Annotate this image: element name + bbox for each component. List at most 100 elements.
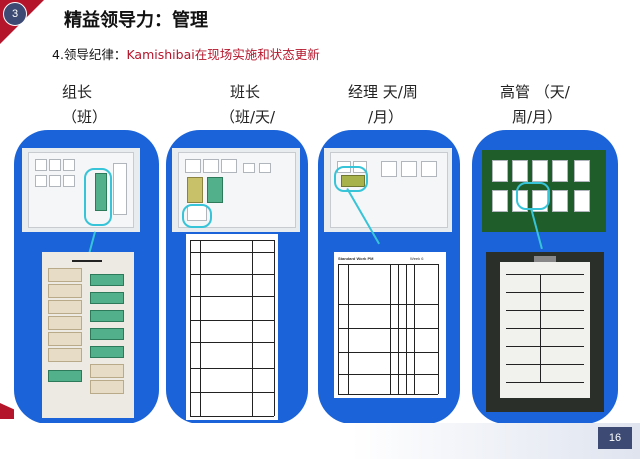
green-card-rack: [95, 173, 107, 211]
table-line: [190, 240, 274, 241]
table-line: [438, 264, 439, 394]
table-line: [338, 304, 438, 305]
green-card: [90, 292, 124, 304]
subtitle-highlight: Kamishibai在现场实施和状态更新: [126, 47, 320, 62]
table-line: [414, 264, 415, 394]
board-cell: [243, 163, 255, 173]
kamishibai-board: [178, 152, 296, 228]
clip-icon: [534, 256, 556, 262]
table-line: [506, 310, 584, 311]
table-line: [506, 382, 584, 383]
green-card: [90, 346, 124, 358]
board-sheet: [574, 190, 590, 212]
section-number-badge: 3: [3, 2, 27, 26]
table-line: [338, 374, 438, 375]
beige-card: [48, 332, 82, 346]
board-cell: [35, 175, 47, 187]
beige-card: [48, 348, 82, 362]
table-line: [506, 364, 584, 365]
table-line: [190, 342, 274, 343]
table-line: [190, 240, 191, 416]
board-cell: [63, 159, 75, 171]
board-cell: [381, 161, 397, 177]
standard-work-document: [186, 234, 278, 420]
table-line: [506, 292, 584, 293]
board-sheet: [552, 190, 568, 212]
label-line: /月）: [368, 108, 404, 126]
page-subtitle: 4.领导纪律：Kamishibai在现场实施和状态更新: [52, 44, 320, 63]
board-sheet: [552, 160, 568, 182]
table-line: [338, 264, 438, 265]
column-label-manager: 经理 天/周 /月）: [348, 80, 448, 130]
clipboard-photo: [486, 252, 604, 412]
table-line: [190, 252, 274, 253]
table-line: [506, 328, 584, 329]
board-sheet: [574, 160, 590, 182]
green-card: [90, 310, 124, 322]
board-cell: [421, 161, 437, 177]
board-cell: [49, 175, 61, 187]
highlight-circle: [84, 168, 112, 226]
board-sheet: [492, 160, 508, 182]
beige-card: [48, 316, 82, 330]
board-sheet: [492, 190, 508, 212]
kamishibai-board: [28, 152, 134, 228]
green-card: [90, 274, 124, 286]
table-line: [406, 264, 407, 394]
card-rack-closeup: [42, 252, 134, 418]
beige-card: [90, 364, 124, 378]
board-cell: [113, 163, 127, 215]
beige-card: [90, 380, 124, 394]
table-line: [338, 328, 438, 329]
label-line: （班）: [62, 108, 108, 126]
table-line: [200, 240, 201, 416]
subtitle-prefix: 4.领导纪律：: [52, 47, 127, 62]
board-cell: [259, 163, 271, 173]
table-line: [190, 274, 274, 275]
board-cell: [203, 159, 219, 173]
document-heading: Standard Work PM: [338, 256, 374, 261]
board-cell: [221, 159, 237, 173]
board-cell: [185, 159, 201, 173]
arrow-bar: [72, 260, 102, 262]
label-line: 高管 （天/: [500, 83, 570, 101]
standard-work-pm-document: Standard Work PM Week 6: [334, 252, 446, 398]
board-photo: [324, 148, 452, 232]
board-cell: [49, 159, 61, 171]
table-line: [190, 296, 274, 297]
highlight-circle: [334, 166, 368, 192]
panel-group-leader: [166, 130, 308, 424]
panel-manager: Standard Work PM Week 6: [318, 130, 460, 424]
page-title: 精益领导力：管理: [64, 10, 208, 31]
page-number: 16: [598, 427, 632, 449]
label-line: 组长: [62, 83, 93, 101]
beige-card: [48, 300, 82, 314]
column-label-executive: 高管 （天/ 周/月）: [500, 80, 600, 130]
board-photo: [22, 148, 140, 232]
board-sheet: [532, 160, 548, 182]
table-line: [190, 392, 274, 393]
brand-logo: [0, 403, 14, 419]
label-line: 周/月）: [512, 108, 563, 126]
card-rack: [207, 177, 223, 203]
beige-card: [48, 284, 82, 298]
green-card: [48, 370, 82, 382]
board-photo: [172, 148, 300, 232]
label-line: 班长: [230, 83, 261, 101]
table-line: [540, 274, 541, 382]
clipboard-document: [500, 262, 590, 398]
label-line: （班/天/: [220, 108, 276, 126]
table-line: [190, 320, 274, 321]
table-line: [506, 274, 584, 275]
board-cell: [63, 175, 75, 187]
highlight-circle: [182, 204, 212, 228]
green-card: [90, 328, 124, 340]
beige-card: [48, 268, 82, 282]
table-line: [338, 264, 339, 394]
board-cell: [401, 161, 417, 177]
board-photo: [482, 150, 606, 232]
table-line: [338, 394, 438, 395]
table-line: [252, 240, 253, 416]
card-rack: [187, 177, 203, 203]
